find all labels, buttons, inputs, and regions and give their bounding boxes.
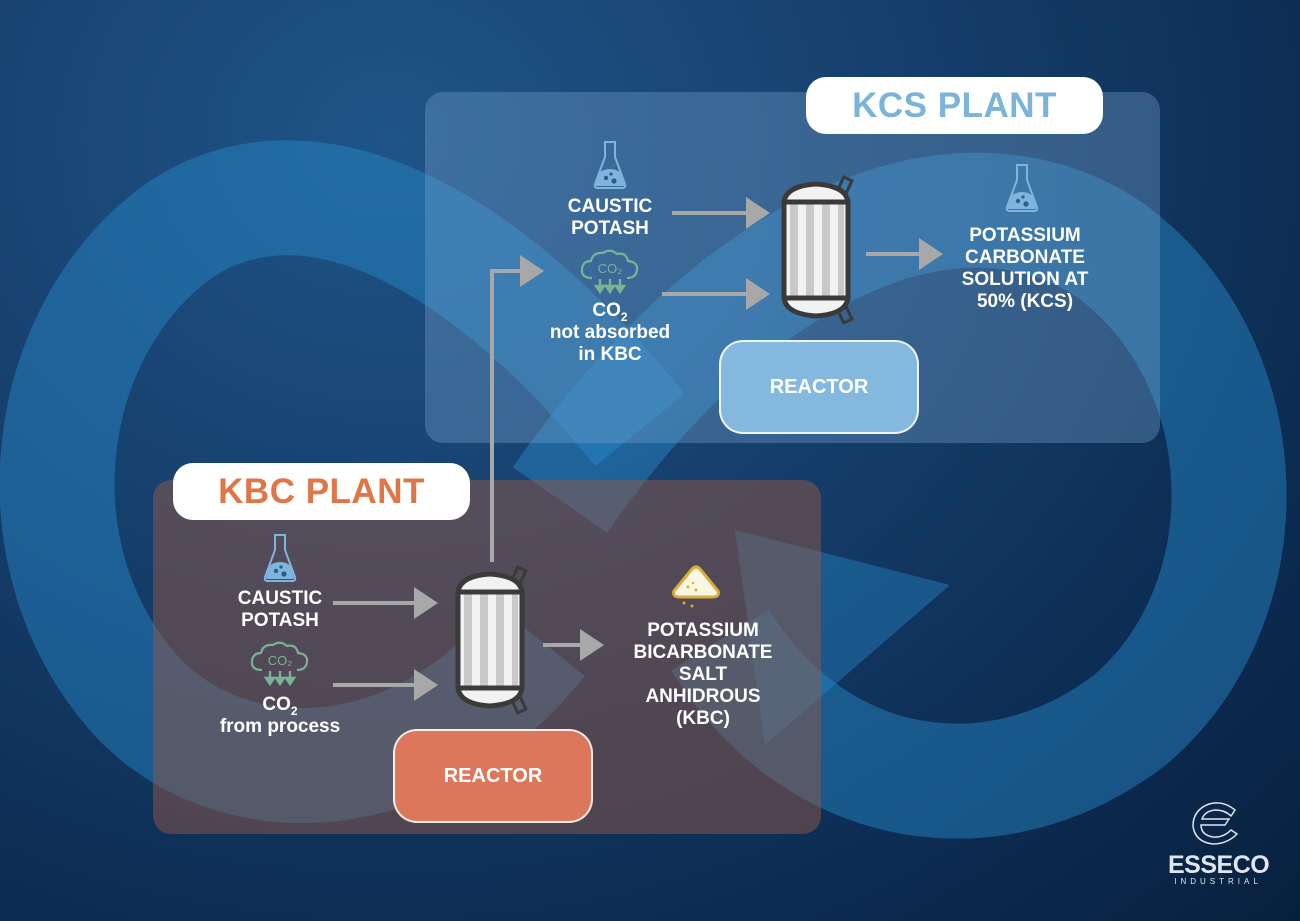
salt-pile-icon [672,565,720,608]
label-line: ANHIDROUS [645,686,761,707]
label-line: SOLUTION AT [961,269,1089,290]
loop-left [0,140,685,824]
co2-formula-base: CO [262,694,291,715]
flask-icon [1005,164,1039,212]
label-line: SALT [678,664,728,685]
co2-formula: CO2 [220,694,340,718]
logo-subtitle: INDUSTRIAL [1174,877,1262,886]
flask-icon [593,141,627,189]
logo-wordmark: ESSECO [1168,851,1270,879]
co2-recycle-arrow [490,255,544,562]
label-line: CARBONATE [965,247,1085,268]
label-line: BICARBONATE [633,642,773,663]
label-line: in KBC [578,344,642,365]
reactor-vessel-icon [455,565,528,715]
kcs-co2-label: CO2 not absorbed in KBC [550,300,670,366]
label-line: 50% (KCS) [976,291,1074,312]
co2-formula: CO2 [550,300,670,324]
co2-formula-subscript: 2 [620,310,628,324]
flask-icon [263,534,297,582]
label-line: POTASH [571,218,649,239]
loop-arrowhead [735,530,950,745]
co2-formula-base: CO [592,300,621,321]
label-line: CAUSTIC [567,196,653,217]
label-line: CAUSTIC [237,588,323,609]
kbc-plant-title: KBC PLANT [173,463,470,520]
kbc-caustic-potash-label: CAUSTIC POTASH [238,588,322,632]
kbc-output-label: POTASSIUM BICARBONATE SALT ANHIDROUS (KB… [634,620,773,730]
reactor-vessel-icon [781,175,854,325]
label-line: POTASSIUM [969,225,1081,246]
kcs-output-label: POTASSIUM CARBONATE SOLUTION AT 50% (KCS… [962,225,1089,313]
co2-icon-text: CO₂ [598,261,623,276]
kcs-plant-title: KCS PLANT [806,77,1103,134]
label-line: not absorbed [549,322,671,343]
co2-formula-subscript: 2 [290,704,298,718]
label-line: POTASSIUM [647,620,759,641]
co2-cloud-icon: CO₂ [580,249,639,294]
co2-cloud-icon: CO₂ [250,641,309,686]
esseco-e-mark-icon [1192,802,1239,845]
label-line: from process [219,716,341,737]
label-line: (KBC) [676,708,730,729]
label-line: POTASH [241,610,319,631]
kbc-reactor-box: REACTOR [393,729,593,823]
co2-icon-text: CO₂ [268,653,293,668]
esseco-logo: ESSECO INDUSTRIAL [1168,800,1270,887]
kcs-caustic-potash-label: CAUSTIC POTASH [568,196,652,240]
kbc-co2-label: CO2 from process [220,694,340,738]
kcs-reactor-box: REACTOR [719,340,919,434]
